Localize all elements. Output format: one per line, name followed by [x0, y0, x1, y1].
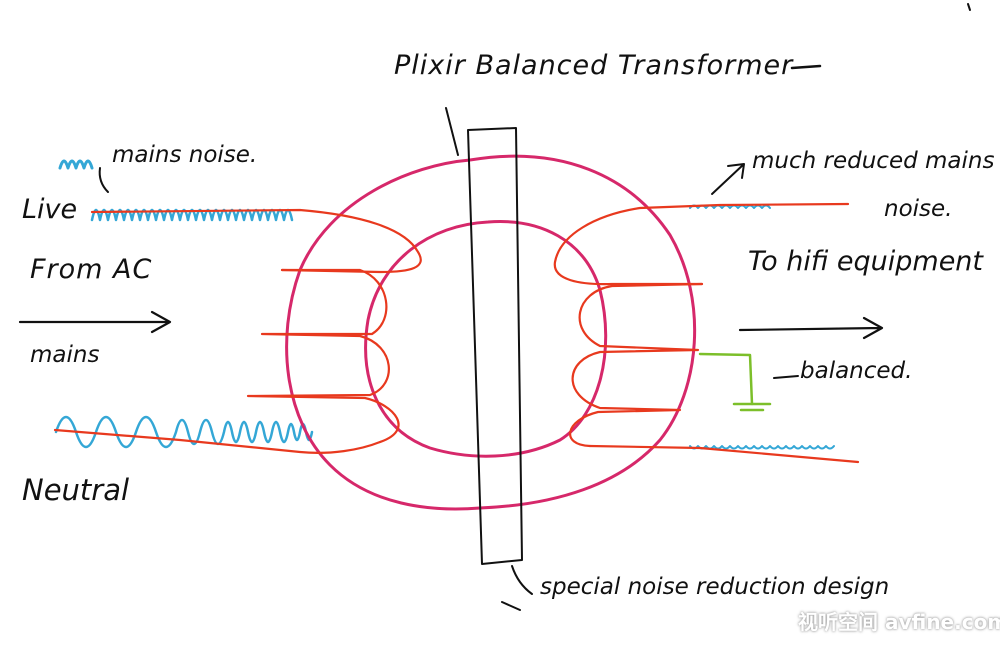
reduced-noise-label-line2: noise. [884, 196, 953, 222]
output-flow-arrow [738, 316, 884, 340]
from-ac-label: From AC [30, 254, 153, 285]
neutral-label: Neutral [22, 473, 130, 507]
live-input-wire [90, 208, 422, 274]
reduced-noise-label: much reduced mains [752, 148, 995, 174]
primary-coil [246, 268, 400, 444]
noise-residual-output-bottom [689, 445, 835, 450]
corner-mark [967, 3, 971, 11]
live-label: Live [22, 194, 78, 225]
title-dash [790, 64, 822, 70]
hifi-output-label: To hifi equipment [748, 246, 984, 277]
special-leader [511, 565, 533, 595]
mains-noise-label: mains noise. [112, 142, 258, 168]
neutral-input-wire [53, 428, 382, 454]
noise-squiggle-legend [58, 159, 94, 170]
toroid-inner-ring [364, 220, 608, 458]
watermark: 视听空间 avfine.com [798, 610, 1000, 634]
bottom-hook [501, 601, 521, 611]
input-flow-arrow [18, 310, 172, 334]
diagram-title: Plixir Balanced Transformer [394, 50, 794, 81]
special-design-label: special noise reduction design [540, 574, 890, 600]
balanced-label: balanced. [800, 358, 913, 384]
mains-label: mains [30, 342, 100, 368]
secondary-output-top-wire [553, 202, 850, 286]
ground-wire [698, 352, 754, 406]
balanced-leader [773, 375, 799, 379]
reduced-noise-arrow [711, 163, 745, 195]
ground-symbol [732, 402, 772, 412]
shield-pointer [445, 107, 459, 156]
noise-leader [98, 167, 109, 193]
secondary-coil [569, 282, 704, 448]
secondary-output-bottom-wire [588, 444, 860, 464]
noise-squiggle-neutral [54, 415, 314, 449]
shield-bar [467, 127, 523, 565]
